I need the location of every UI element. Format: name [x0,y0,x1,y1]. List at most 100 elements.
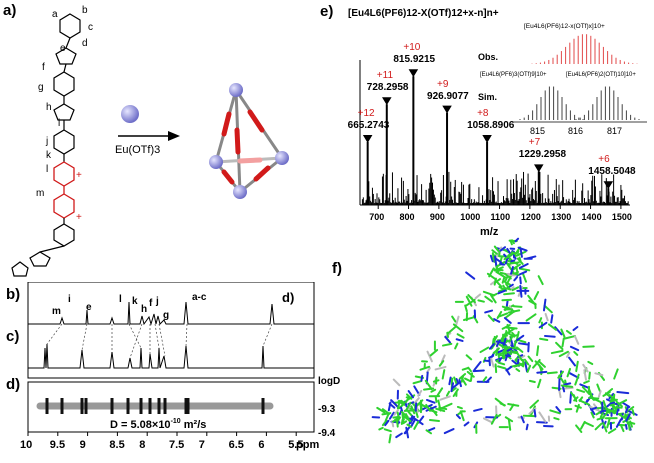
crystal-bond [378,426,384,431]
crystal-bond [616,407,619,416]
crystal-bond [575,424,583,433]
crystal-bond [461,367,469,371]
crystal-bond [628,421,636,425]
crystal-bond [508,336,513,343]
crystal-bond [484,309,494,314]
ms-peak-charge: +7 [528,137,541,149]
crystal-bond [590,411,595,419]
crystal-bond [538,411,547,423]
crystal-bond [509,261,520,265]
crystal-bond [528,299,537,306]
ligand-letter-c: c [88,22,93,33]
crystal-bond [439,395,451,401]
crystal-bond [625,406,635,414]
crystal-bond [448,376,452,386]
crystal-bond [392,378,401,387]
crystal-bond [602,400,608,412]
crystal-bond [397,400,403,405]
crystal-bond [563,335,577,340]
crystal-bond [497,288,506,293]
crystal-bond [572,326,579,332]
crystal-bond [514,359,525,368]
nmr-tick-label: 10 [20,439,32,451]
inset-xtick: 817 [607,126,622,136]
crystal-bond [446,326,456,335]
crystal-bond [460,377,467,386]
crystal-bond [425,429,433,435]
crystal-bond [534,360,544,371]
crystal-bond [455,338,464,342]
crystal-bond [616,391,630,395]
crystal-bond [613,404,619,415]
crystal-bond [420,374,424,382]
ms-peak-mz: 1458.5048 [588,166,636,178]
nmr-peak-label: h [141,304,147,315]
crystal-bond [538,321,548,329]
crystal-bond [413,397,420,404]
crystal-bond [495,257,502,263]
ms-xtick-label: 1200 [521,212,541,222]
ms-peak-marker [534,164,544,173]
crystal-bond [482,417,494,424]
ligand-plus-bottom: + [76,212,82,223]
crystal-bond [441,369,446,380]
crystal-bond [575,360,579,373]
ligand-letter-a: a [52,9,58,20]
crystal-bond [574,373,580,386]
crystal-bond [388,411,395,420]
crystal-bond [588,371,591,380]
crystal-bond [569,345,580,352]
crystal-bond [395,432,403,439]
crystal-bond [566,351,571,358]
crystal-bond [477,299,485,303]
crystal-bond [510,351,518,355]
crystal-bond [511,331,516,336]
ms-xtick-label: 700 [369,212,384,222]
crystal-bond [553,417,560,421]
crystal-bond [410,415,416,423]
crystal-bond [482,290,496,297]
crystal-bond [494,363,498,374]
crystal-bond [583,421,594,428]
ms-xtick-label: 1500 [612,212,632,222]
crystal-bond [498,343,508,350]
ms-peak-marker [482,135,492,143]
crystal-bond [532,358,541,369]
nmr-tick-label: 7.5 [169,439,184,451]
crystal-bond [618,413,625,419]
crystal-bond [495,340,505,345]
crystal-bond [555,341,564,351]
crystal-bond [505,365,513,372]
ligand-letter-i: i [58,118,60,129]
ms-xtick-label: 1400 [582,212,602,222]
crystal-bond [442,342,453,347]
crystal-bond [537,360,546,368]
crystal-bond [609,403,616,407]
crystal-bond [631,409,635,416]
crystal-bond [424,379,433,391]
crystal-bond [506,247,512,255]
crystal-bond [529,399,540,409]
crystal-bond [608,428,617,434]
crystal-bond [492,335,496,345]
crystal-bond [494,255,498,268]
crystal-bond [443,428,455,435]
crystal-bond [425,398,436,404]
crystal-bond [517,339,527,344]
crystal-bond [376,406,386,414]
nmr-tick-label: 8.5 [109,439,124,451]
crystal-bond [503,292,515,296]
crystal-bond [624,423,628,430]
crystal-bond [576,388,586,393]
crystal-bond [536,345,540,357]
crystal-bond [485,376,492,384]
crystal-bond [524,361,529,373]
crystal-bond [506,251,514,258]
crystal-bond [435,407,446,413]
ligand-letter-g: g [38,82,44,93]
crystal-bond [596,383,601,393]
crystal-bond [610,397,615,401]
crystal-bond [555,406,562,413]
ms-peak-charge: +11 [376,70,394,82]
nmr-peak-label: g [163,310,169,321]
